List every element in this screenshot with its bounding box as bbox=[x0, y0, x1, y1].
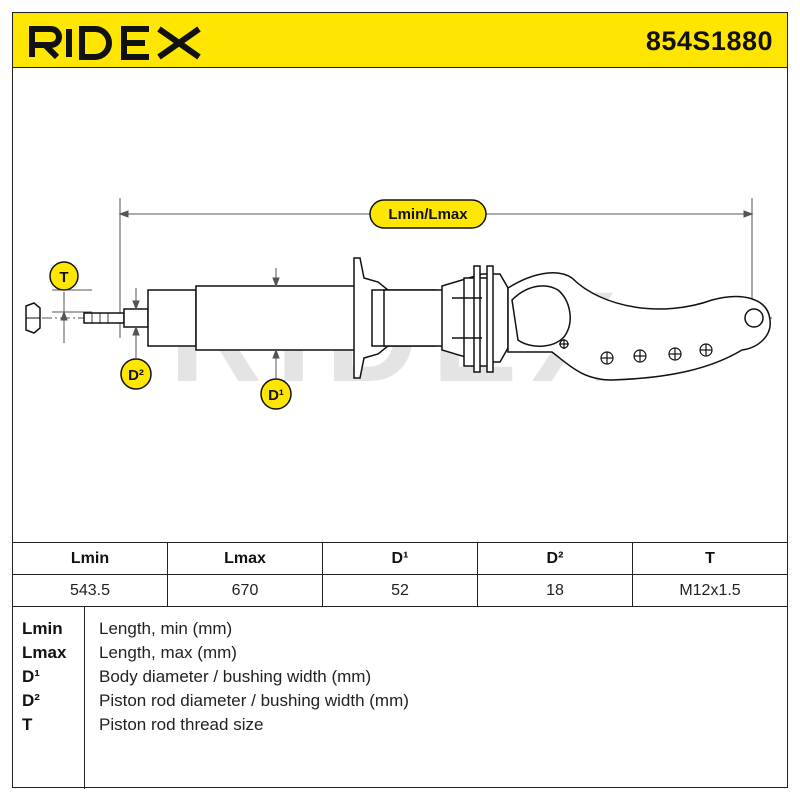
thread-dimension bbox=[52, 289, 92, 343]
col-header-d2: D² bbox=[477, 542, 633, 575]
legend-key: T bbox=[22, 715, 33, 734]
legend-key: D¹ bbox=[22, 667, 40, 686]
piston-rod bbox=[83, 308, 149, 328]
header-bar: 854S1880 bbox=[12, 12, 788, 68]
legend-item: D¹ Body diameter / bushing width (mm) bbox=[12, 667, 788, 691]
shock-absorber-drawing: RIDEX Lmin/Lmax T bbox=[25, 198, 772, 410]
rod-diameter-label: D² bbox=[120, 358, 152, 390]
body-diameter-label: D¹ bbox=[260, 378, 292, 410]
clamp-bracket bbox=[441, 265, 509, 373]
thread-label-text: T bbox=[59, 269, 68, 286]
technical-drawing: RIDEX Lmin/Lmax T bbox=[12, 68, 788, 542]
legend-desc: Body diameter / bushing width (mm) bbox=[99, 667, 372, 686]
legend-item: T Piston rod thread size bbox=[12, 715, 788, 739]
cell-lmin: 543.5 bbox=[12, 574, 168, 607]
col-header-t: T bbox=[632, 542, 788, 575]
rod-diameter-label-text: D² bbox=[128, 367, 144, 384]
cell-t: M12x1.5 bbox=[632, 574, 788, 607]
legend-desc: Piston rod diameter / bushing width (mm) bbox=[99, 691, 409, 710]
legend-item: Lmin Length, min (mm) bbox=[12, 619, 788, 643]
body-diameter-label-text: D¹ bbox=[268, 387, 284, 404]
legend-desc: Length, max (mm) bbox=[99, 643, 237, 662]
legend-divider bbox=[84, 607, 85, 789]
cell-d2: 18 bbox=[477, 574, 633, 607]
thread-label: T bbox=[49, 261, 79, 291]
cell-lmax: 670 bbox=[167, 574, 323, 607]
legend-item: D² Piston rod diameter / bushing width (… bbox=[12, 691, 788, 715]
spec-table: Lmin Lmax D¹ D² T 543.5 670 52 18 M12x1.… bbox=[12, 542, 788, 607]
legend: Lmin Length, min (mm) Lmax Length, max (… bbox=[12, 606, 788, 789]
col-header-d1: D¹ bbox=[322, 542, 478, 575]
nut bbox=[25, 302, 41, 334]
legend-desc: Length, min (mm) bbox=[99, 619, 233, 638]
col-header-lmax: Lmax bbox=[167, 542, 323, 575]
legend-key: D² bbox=[22, 691, 40, 710]
page-frame bbox=[12, 12, 788, 788]
mounting-holes bbox=[559, 339, 713, 365]
body-diameter-dimension bbox=[272, 268, 280, 378]
part-number: 854S1880 bbox=[645, 26, 773, 56]
legend-item: Lmax Length, max (mm) bbox=[12, 643, 788, 667]
rod-diameter-dimension bbox=[132, 288, 140, 358]
cell-d1: 52 bbox=[322, 574, 478, 607]
col-header-lmin: Lmin bbox=[12, 542, 168, 575]
length-label-text: Lmin/Lmax bbox=[388, 206, 468, 223]
brand-logo bbox=[29, 26, 201, 60]
body-tube bbox=[147, 285, 357, 351]
table-row: 543.5 670 52 18 M12x1.5 bbox=[12, 574, 788, 607]
legend-key: Lmin bbox=[22, 619, 63, 638]
legend-key: Lmax bbox=[22, 643, 67, 662]
length-label: Lmin/Lmax bbox=[369, 199, 487, 229]
table-header-row: Lmin Lmax D¹ D² T bbox=[12, 542, 788, 575]
legend-desc: Piston rod thread size bbox=[99, 715, 264, 734]
